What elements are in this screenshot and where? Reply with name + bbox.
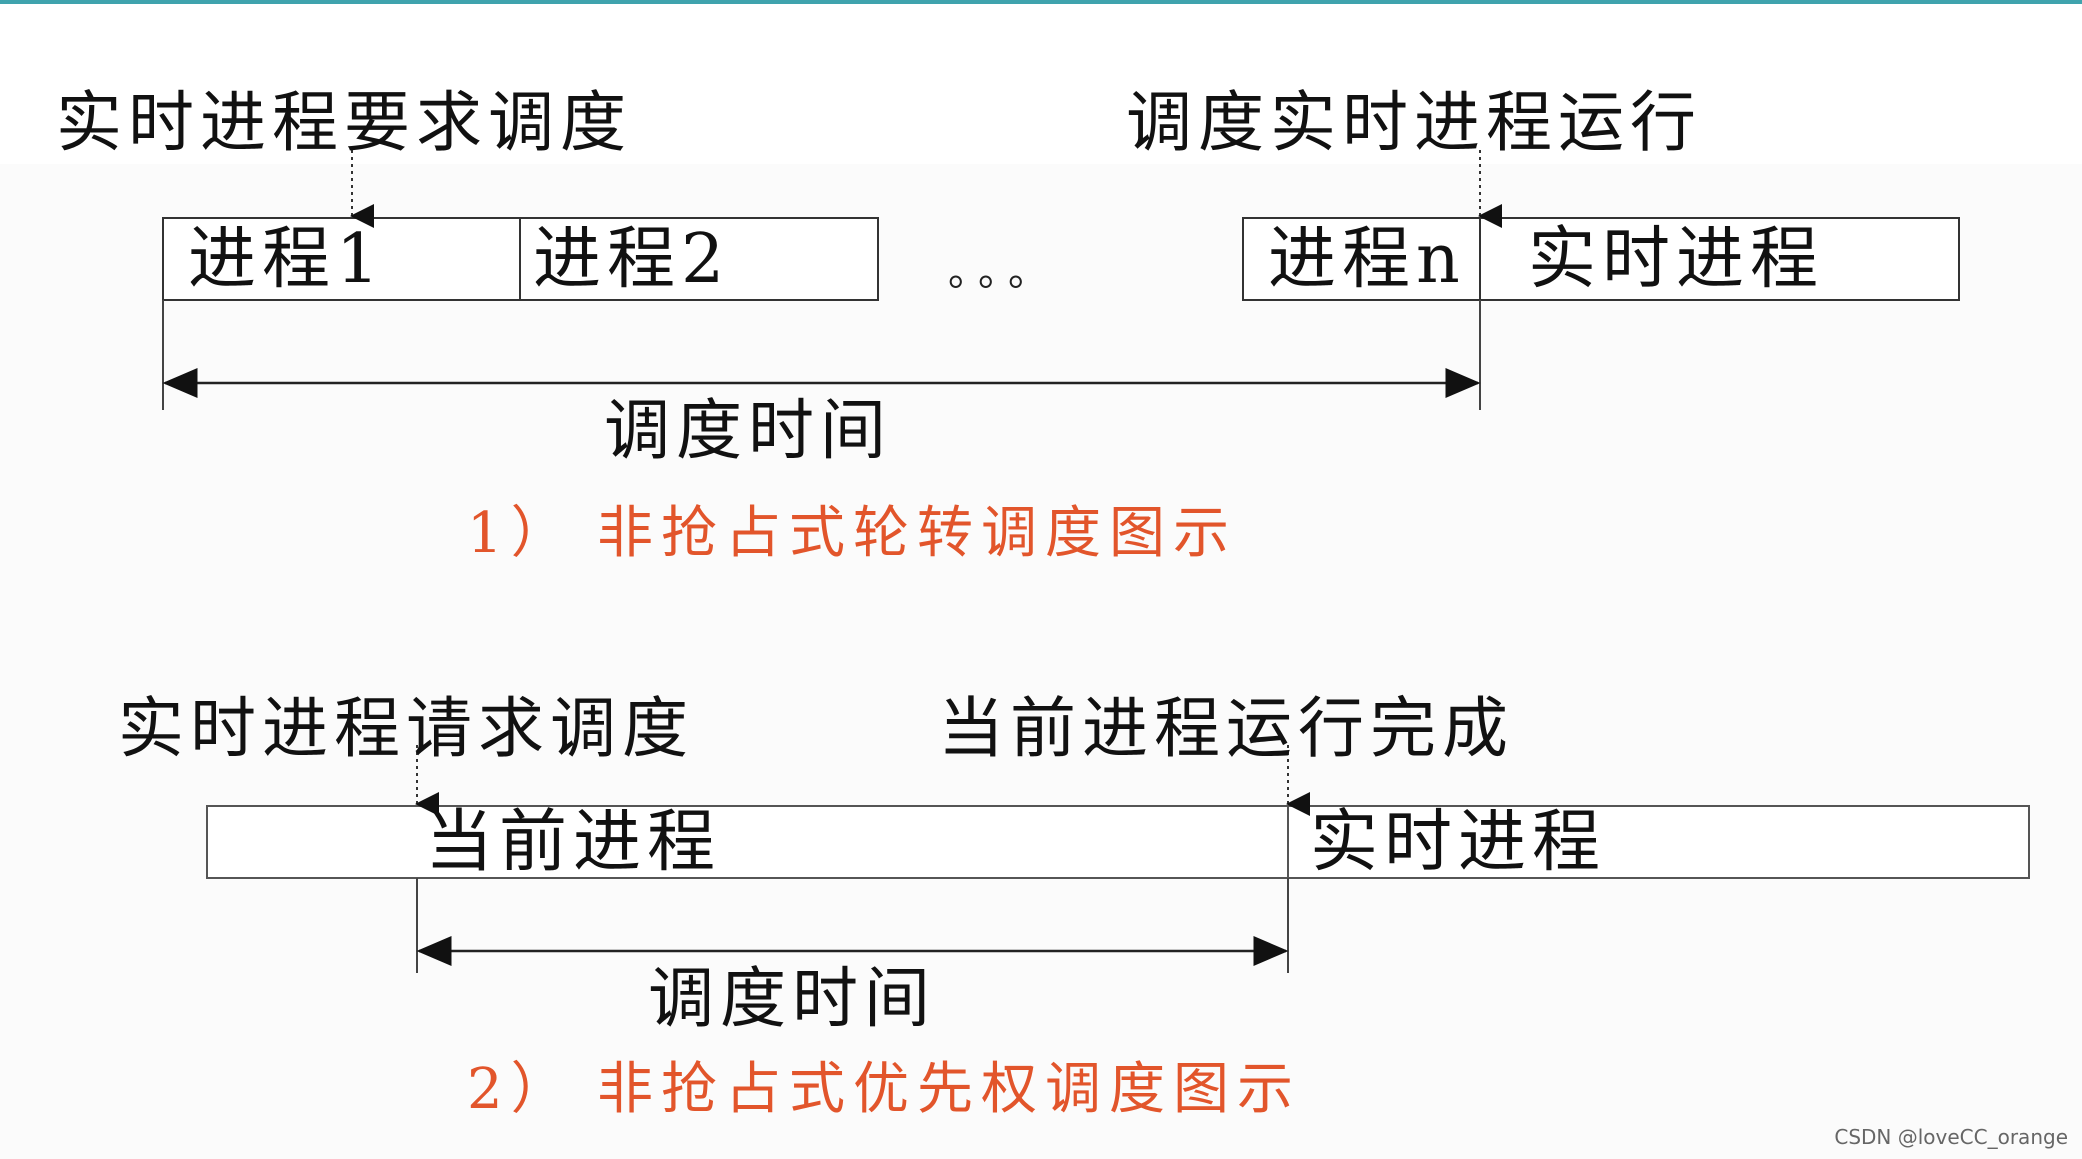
diagram2-box	[206, 805, 2030, 879]
diagram1-caption: 非抢占式轮转调度图示	[597, 501, 1237, 566]
diagram2-complete-label: 当前进程运行完成	[938, 690, 1514, 767]
top-accent-bar	[0, 0, 2082, 4]
diagram2-caption-number: 2）	[467, 1057, 575, 1122]
diagram1-right-box	[1242, 217, 1960, 301]
diagram1-cell-process-n: 进程n	[1268, 220, 1466, 299]
diagram2-cell-realtime: 实时进程	[1310, 803, 1607, 882]
diagram1-run-label: 调度实时进程运行	[1126, 84, 1702, 161]
diagram2-request-label: 实时进程请求调度	[118, 690, 694, 767]
diagram2-caption: 非抢占式优先权调度图示	[597, 1057, 1301, 1122]
diagram1-cell-process-2: 进程2	[533, 220, 731, 299]
diagram2-timeline	[206, 745, 2030, 973]
diagram1-ellipsis: 。。。	[948, 249, 1058, 295]
diagram1-cell-process-1: 进程1	[188, 220, 386, 299]
background-band	[0, 4, 2082, 164]
diagram1-span-label: 调度时间	[604, 392, 892, 469]
diagram2-span-label: 调度时间	[648, 960, 936, 1037]
diagram2-cell-current: 当前进程	[425, 803, 722, 882]
diagram1-caption-number: 1）	[467, 501, 575, 566]
diagram1-cell-realtime: 实时进程	[1528, 220, 1825, 299]
diagram1-timeline	[162, 150, 1960, 410]
diagram1-request-label: 实时进程要求调度	[56, 84, 632, 161]
watermark: CSDN @loveCC_orange	[1834, 1125, 2068, 1149]
